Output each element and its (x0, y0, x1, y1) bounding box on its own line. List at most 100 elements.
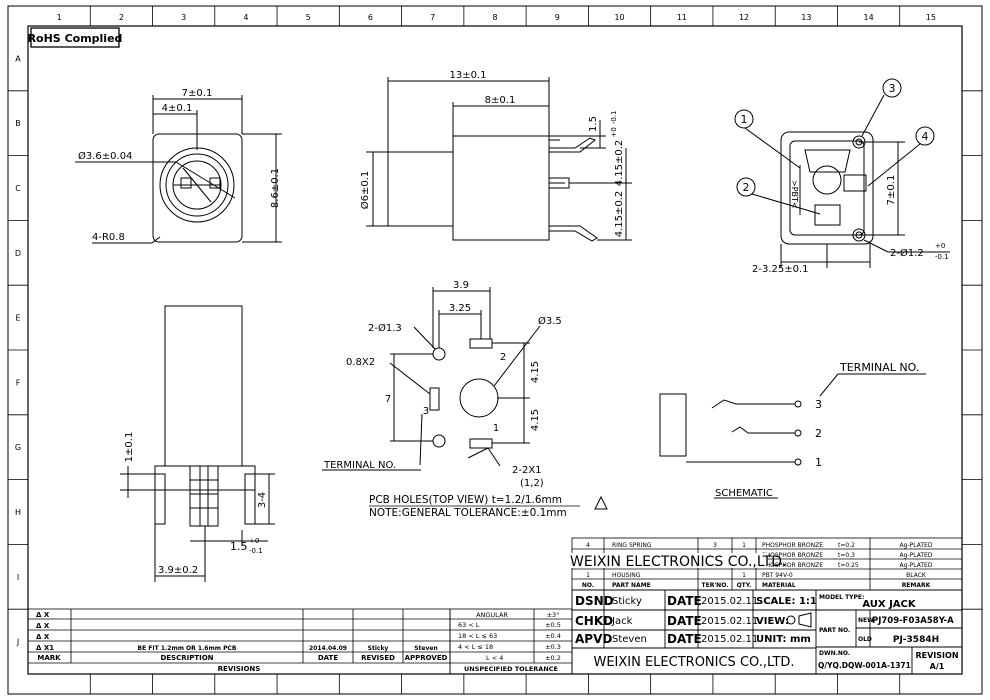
warning-icon (594, 495, 608, 510)
schematic-view (659, 373, 926, 499)
tol-value: ±0.4 (545, 632, 561, 640)
rev-header-revised: REVISED (361, 654, 395, 662)
dim-bottom-offset-tol-plus: +0 (249, 537, 259, 545)
bom-header-qty: QTY. (737, 582, 752, 589)
projection-symbol-icon (786, 615, 796, 625)
grid-label: G (15, 443, 21, 452)
view-label: VIEW: (756, 616, 789, 627)
tol-range: L < 4 (486, 654, 503, 662)
apvd-label: APVD (575, 632, 612, 646)
bom-company-overlay: WEIXIN ELECTRONICS CO.,LTD. (570, 554, 787, 570)
rohs-label: RoHS Complied (28, 32, 123, 45)
date-label: DATE (667, 614, 702, 628)
grid-label: 5 (306, 13, 311, 22)
tol-value: ±0.2 (545, 654, 561, 662)
dim-bottom-offset: 1.5 (230, 540, 248, 553)
tol-range: 18 < L ≤ 63 (458, 632, 497, 640)
pcb-pin-2: 2 (500, 352, 506, 363)
date-value: 2015.02.11 (701, 616, 758, 627)
callout-1: 1 (741, 113, 748, 126)
model-type-label: MODEL TYPE: (819, 594, 864, 601)
tol-range: 63 < L (458, 621, 480, 629)
side-view (366, 77, 632, 242)
bom-material: PBT 94V-0 (762, 572, 793, 579)
model-type: AUX JACK (862, 599, 917, 610)
company-name: WEIXIN ELECTRONICS CO.,LTD. (593, 655, 794, 670)
bom-remark: BLACK (906, 572, 927, 579)
revision-value: A/1 (930, 662, 945, 671)
grid-label: 8 (492, 13, 497, 22)
tolerance-title: UNSPECIFIED TOLERANCE (464, 665, 558, 673)
dwg-no: Q/YQ.DQW-001A-1371 (818, 661, 911, 670)
inner-border (27, 25, 963, 675)
schematic-pin-1: 1 (815, 456, 822, 469)
dim-bottom-offset-tol-minus: -0.1 (249, 547, 263, 555)
tolerance-text: ANGULAR ±3° 63 < L ±0.5 18 < L ≤ 63 ±0.4… (458, 611, 561, 673)
dim-pcb-slot: 0.8X2 (346, 357, 375, 368)
dim-front-width: 7±0.1 (182, 88, 213, 99)
grid-label: C (15, 184, 21, 193)
new-label: NEW (858, 617, 874, 624)
bom-header-remark: REMARK (902, 582, 931, 589)
bom-thickness: t=0.2 (838, 542, 855, 549)
grid-label: 4 (243, 13, 248, 22)
note-pcb-holes: PCB HOLES(TOP VIEW) t=1.2/1.6mm (369, 494, 562, 506)
revision-label: REVISION (915, 651, 958, 660)
angular-label: ANGULAR (476, 611, 508, 619)
dim-bottom-pin: 1±0.1 (124, 432, 135, 463)
dim-side-body: 8±0.1 (485, 95, 516, 106)
svg-text:>PBT<: >PBT< (790, 180, 799, 209)
grid-label: H (15, 508, 21, 517)
rev-header-approved: APPROVED (405, 654, 448, 662)
date-value: 2015.02.11 (701, 634, 758, 645)
dim-rear-holes: 2-Ø1.2 (890, 247, 924, 259)
grid-label: 2 (119, 13, 124, 22)
bom-header-material: MATERIAL (762, 582, 796, 589)
bom-header-no: NO. (582, 582, 594, 589)
bom-material: PHOSPHOR BRONZE (762, 562, 823, 569)
dim-pcb-holes: 2-Ø1.3 (368, 322, 402, 334)
pcb-terminal-label: TERMINAL NO. (323, 460, 396, 471)
grid-label: I (17, 573, 19, 582)
bom-remark: Ag-PLATED (900, 542, 933, 549)
dim-side-lower: 4.15±0.2 (614, 191, 625, 238)
dim-front-bore: Ø3.6±0.04 (78, 150, 132, 162)
date-label: DATE (667, 594, 702, 608)
dim-front-half: 4±0.1 (162, 103, 193, 114)
tol-value: ±0.3 (545, 643, 561, 651)
new-part-no: PJ709-F03A58Y-A (872, 616, 954, 626)
dsnd-label: DSND (575, 594, 614, 608)
dim-pcb-39: 3.9 (453, 280, 469, 291)
dwg-no-label: DWN.NO. (819, 650, 850, 657)
rev-mark: Δ X (36, 611, 50, 619)
bom-remark: Ag-PLATED (900, 562, 933, 569)
dim-rear-height: 7±0.1 (886, 175, 897, 206)
grid-label: 3 (181, 13, 186, 22)
tol-minus: -0.1 (610, 111, 618, 125)
grid-label: 11 (677, 13, 687, 22)
rev-approved: Steven (414, 645, 438, 652)
dim-pcb-big: Ø3.5 (538, 315, 562, 327)
grid-label: 7 (430, 13, 435, 22)
grid-label: J (16, 638, 19, 647)
bottom-view (120, 305, 275, 582)
note-tolerance: NOTE:GENERAL TOLERANCE:±0.1mm (369, 507, 567, 519)
grid-label: A (15, 54, 21, 63)
bom-material: PHOSPHOR BRONZE (762, 552, 823, 559)
scale-label: SCALE: 1:1 (756, 596, 817, 607)
rear-view: >PBT< (734, 78, 950, 268)
old-part-no: PJ-3584H (893, 635, 939, 645)
bom-material: PHOSPHOR BRONZE (762, 542, 823, 549)
schematic-terminal-label: TERMINAL NO. (839, 361, 919, 374)
dim-side-dia: Ø6±0.1 (359, 171, 371, 210)
dim-pcb-12: (1,2) (520, 478, 544, 489)
bom-qty: 1 (742, 572, 746, 579)
tol-plus: +0 (610, 127, 618, 137)
schematic-title: SCHEMATIC (715, 488, 773, 499)
date-value: 2015.02.11 (701, 596, 758, 607)
rev-mark: Δ X1 (36, 644, 54, 652)
dim-bottom-width: 3.9±0.2 (158, 565, 198, 576)
bom-thickness: t=0.3 (838, 552, 855, 559)
dim-side-pin-tol: +0 -0.1 (610, 111, 618, 138)
